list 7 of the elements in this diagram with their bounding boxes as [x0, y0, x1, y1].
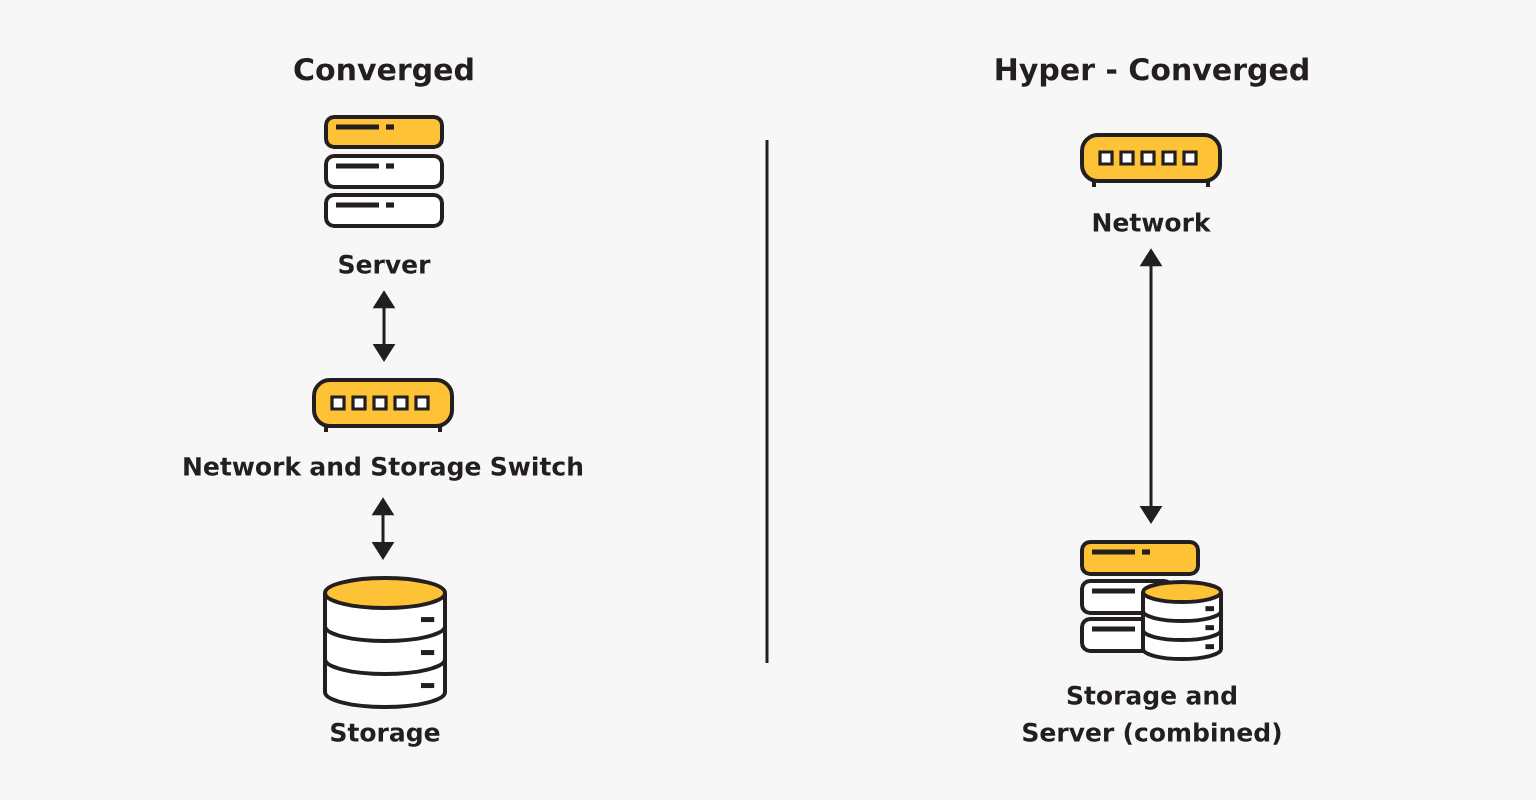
device-label: Network and Storage Switch [184, 456, 583, 481]
device-label: Storage and Server (combined) [1023, 685, 1281, 745]
device-label: Network [1093, 212, 1211, 232]
heading: Converged [294, 57, 473, 87]
heading: Hyper - Converged [996, 57, 1308, 87]
device-label: Server [339, 254, 431, 274]
device-label: Storage [331, 722, 440, 747]
